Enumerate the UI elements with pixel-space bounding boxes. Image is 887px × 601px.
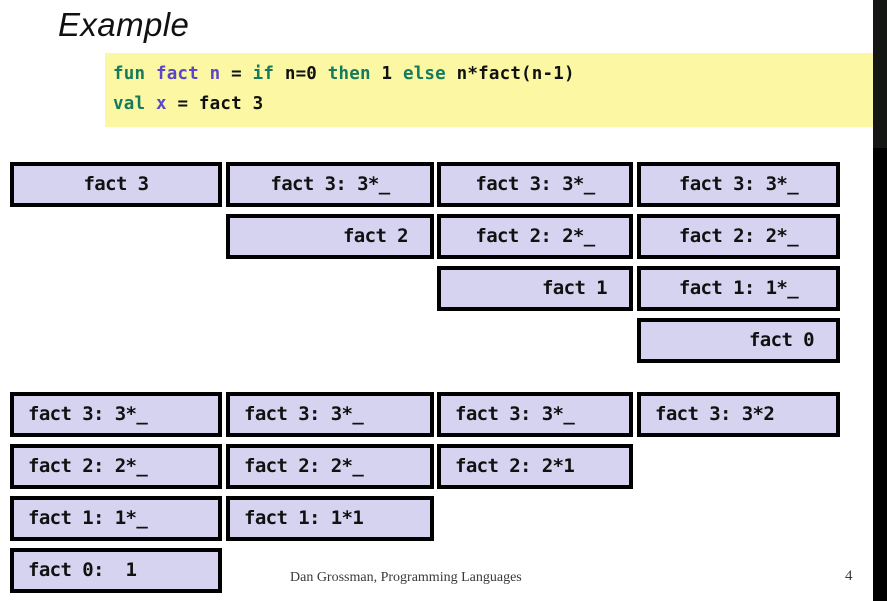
code-token-fn-1: fact [155,64,210,84]
stack-frame-bottom-cell: fact 2: 2*1 [437,444,633,489]
footer-credit: Dan Grossman, Programming Languages [290,570,522,585]
stack-frame-top-cell-label: fact 3: 3*_ [475,173,595,195]
right-edge-strip-top [873,0,887,148]
stack-frame-bottom-cell-label: fact 3: 3*_ [28,403,148,425]
stack-frame-bottom-cell-label: fact 1: 1*_ [28,507,148,529]
code-token-var-2: n [209,64,221,84]
code-line-2: val x = fact 3 [113,89,873,119]
code-token-var-1: x [155,94,167,114]
stack-frame-top-cell: fact 2: 2*_ [637,214,840,259]
stack-frame-top-cell-label: fact 2 [342,225,409,247]
stack-frame-top-cell: fact 3: 3*_ [637,162,840,207]
code-token-kw-4: if [252,64,285,84]
stack-frame-bottom-cell-label: fact 3: 3*2 [655,403,775,425]
stack-frame-bottom-cell: fact 3: 3*_ [10,392,222,437]
stack-frame-bottom-cell-label: fact 1: 1*1 [244,507,364,529]
stack-frame-top-cell-label: fact 1: 1*_ [678,277,799,299]
right-edge-strip [873,0,887,601]
code-token-kw-8: else [402,64,457,84]
stack-frame-top-cell-label: fact 3: 3*_ [678,173,799,195]
stack-frame-top-cell: fact 3: 3*_ [226,162,434,207]
code-token-kw-0: val [113,94,156,114]
code-token-pl-3: = [220,64,253,84]
stack-frame-top-cell-label: fact 3: 3*_ [270,173,390,195]
code-token-pl-9: n*fact(n-1) [456,64,575,84]
stack-frame-top-cell-label: fact 2: 2*_ [678,225,799,247]
stack-frame-top-cell: fact 0 [637,318,840,363]
stack-frame-top-cell: fact 1 [437,266,633,311]
footer-page-number: 4 [845,568,853,584]
code-token-pl-2: = fact 3 [166,94,264,114]
stack-frame-bottom-cell: fact 0: 1 [10,548,222,593]
stack-frame-top-cell-label: fact 2: 2*_ [475,225,595,247]
stack-frame-bottom-cell-label: fact 3: 3*_ [244,403,364,425]
stack-frame-bottom-cell: fact 3: 3*2 [637,392,840,437]
code-token-kw-0: fun [113,64,156,84]
stack-frame-top-cell: fact 2 [226,214,434,259]
stack-frame-bottom-cell-label: fact 3: 3*_ [455,403,575,425]
stack-frame-bottom-cell-label: fact 2: 2*_ [244,455,364,477]
stack-frame-bottom-cell: fact 2: 2*_ [226,444,434,489]
code-token-kw-6: then [327,64,382,84]
code-block: fun fact n = if n=0 then 1 else n*fact(n… [105,53,873,127]
stack-frame-top-cell: fact 3 [10,162,222,207]
stack-frame-bottom-cell: fact 1: 1*_ [10,496,222,541]
stack-frame-bottom-cell-label: fact 2: 2*1 [455,455,575,477]
stack-frame-bottom-cell: fact 3: 3*_ [437,392,633,437]
stack-frame-top-cell-label: fact 1 [541,277,608,299]
code-token-pl-7: 1 [381,64,403,84]
stack-frame-top-cell: fact 2: 2*_ [437,214,633,259]
stack-frame-top-cell: fact 3: 3*_ [437,162,633,207]
stack-frame-bottom-cell: fact 3: 3*_ [226,392,434,437]
stack-frame-top-cell-label: fact 3 [83,173,149,195]
code-token-pl-5: n=0 [284,64,328,84]
stack-frame-bottom-cell-label: fact 0: 1 [28,559,137,581]
stack-frame-top-cell-label: fact 0 [748,329,815,351]
stack-frame-bottom-cell: fact 1: 1*1 [226,496,434,541]
page-title: Example [58,6,190,43]
stack-frame-bottom-cell-label: fact 2: 2*_ [28,455,148,477]
stack-frame-top-cell: fact 1: 1*_ [637,266,840,311]
stack-frame-bottom-cell: fact 2: 2*_ [10,444,222,489]
code-line-1: fun fact n = if n=0 then 1 else n*fact(n… [113,59,873,89]
